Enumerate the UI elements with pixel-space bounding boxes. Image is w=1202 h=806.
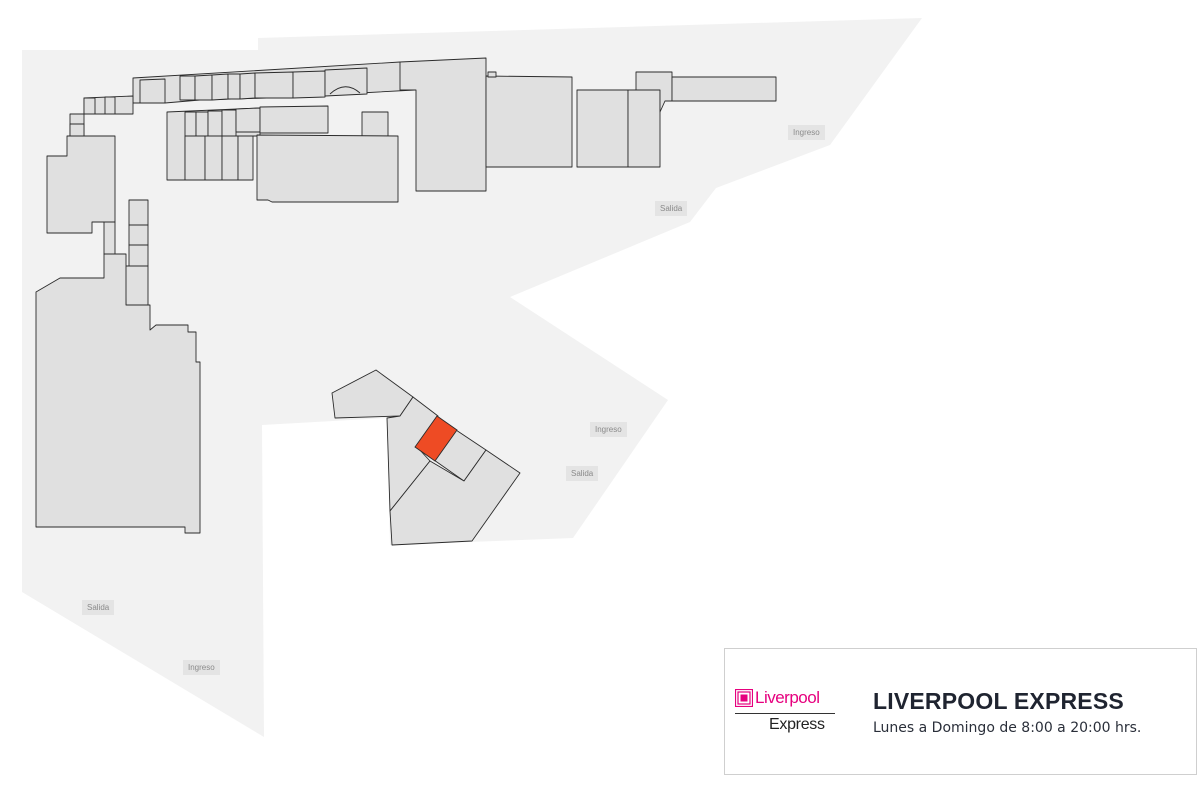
store-unit-west-anchor[interactable] — [35, 253, 201, 534]
store-hours: Lunes a Domingo de 8:00 a 20:00 hrs. — [873, 720, 1142, 736]
store-unit-central-h[interactable] — [207, 110, 223, 137]
store-unit-west-medium[interactable] — [46, 135, 116, 234]
store-unit-central-c[interactable] — [204, 135, 223, 181]
mall-walkway-area — [22, 18, 922, 737]
liverpool-express-logo: Liverpool Express — [735, 687, 837, 739]
store-title: LIVERPOOL EXPRESS — [873, 688, 1124, 714]
store-unit-central-e[interactable] — [237, 135, 254, 181]
store-unit-central-b[interactable] — [184, 135, 206, 181]
logo-wordmark: Liverpool — [755, 688, 820, 707]
store-unit-ne-small[interactable] — [487, 71, 497, 78]
store-unit-corridor-3[interactable] — [128, 244, 149, 267]
store-unit-ne-4[interactable] — [627, 89, 661, 168]
store-unit-north-e[interactable] — [227, 73, 241, 100]
exit-label-sw: Salida — [82, 600, 115, 615]
store-unit-ne-6[interactable] — [671, 76, 777, 102]
exit-label-east: Salida — [566, 466, 599, 481]
entrance-label-east: Ingreso — [590, 422, 627, 437]
store-unit-central-g[interactable] — [195, 111, 209, 137]
store-unit-central-k[interactable] — [259, 105, 329, 134]
store-unit-ne-1[interactable] — [399, 57, 487, 192]
logo-divider — [735, 713, 835, 714]
store-unit-north-b[interactable] — [179, 75, 196, 101]
store-unit-west-row1b[interactable] — [104, 96, 116, 115]
entrance-label-sw: Ingreso — [183, 660, 220, 675]
store-unit-corridor-5[interactable] — [123, 265, 149, 306]
entrance-label-ne: Ingreso — [788, 125, 825, 140]
store-liverpool-express-highlight[interactable] — [414, 415, 458, 462]
store-unit-north-d[interactable] — [211, 73, 229, 101]
store-unit-central-d[interactable] — [221, 135, 239, 181]
exit-label-ne: Salida — [655, 201, 688, 216]
store-unit-ne-2[interactable] — [485, 75, 573, 168]
store-unit-north-h[interactable] — [292, 70, 326, 99]
liverpool-logo-icon — [735, 689, 753, 707]
logo-subbrand: Express — [769, 716, 825, 733]
store-unit-central-f[interactable] — [184, 111, 197, 137]
store-unit-central-large[interactable] — [256, 134, 399, 203]
atrium-arch — [329, 86, 361, 95]
store-unit-west-row1a[interactable] — [83, 97, 96, 115]
store-unit-corridor-2[interactable] — [128, 224, 149, 246]
store-unit-north-g[interactable] — [254, 71, 294, 99]
store-unit-corridor-4[interactable] — [103, 221, 116, 255]
store-unit-north-f[interactable] — [239, 72, 256, 100]
store-unit-central-l[interactable] — [361, 111, 389, 137]
store-unit-ne-3[interactable] — [576, 89, 629, 168]
store-unit-north-c[interactable] — [194, 74, 213, 101]
store-unit-island-south[interactable] — [389, 449, 521, 546]
store-unit-central-i[interactable] — [221, 109, 237, 137]
store-unit-north-i[interactable] — [324, 67, 368, 97]
store-info-card: Liverpool Express LIVERPOOL EXPRESS Lune… — [724, 648, 1197, 775]
store-unit-north-a[interactable] — [139, 78, 166, 104]
store-unit-central-j[interactable] — [235, 107, 261, 133]
store-unit-west-col1b[interactable] — [69, 123, 85, 137]
store-unit-corridor-1[interactable] — [128, 199, 149, 226]
